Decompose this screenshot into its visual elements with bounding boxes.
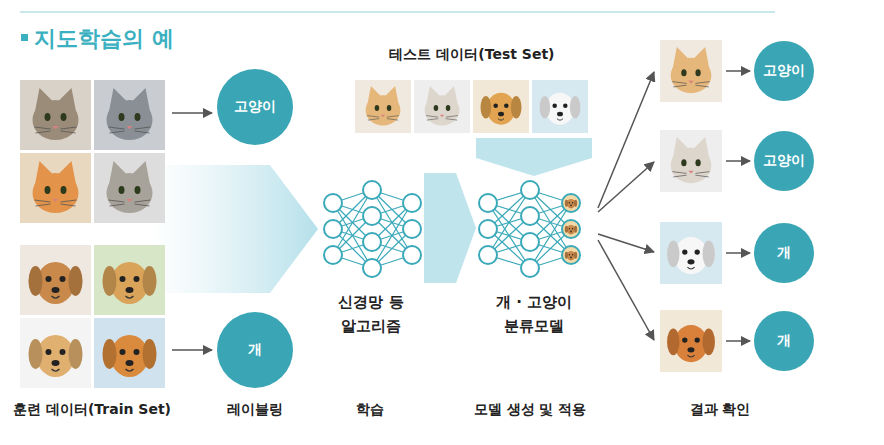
net-neuron xyxy=(403,194,421,212)
test-photos xyxy=(355,80,588,133)
node-text: 개 xyxy=(777,244,791,262)
net-neuron xyxy=(324,220,342,238)
net-neuron xyxy=(479,246,497,264)
label-circle: 개 xyxy=(217,312,293,388)
net-neuron xyxy=(363,207,381,225)
net-neuron xyxy=(521,207,539,225)
dog-icon xyxy=(565,251,577,261)
model-panel: 신경망 등 알고리즘 xyxy=(318,176,424,338)
net-neuron xyxy=(479,194,497,212)
net-neuron xyxy=(324,194,342,212)
output-icon xyxy=(562,194,580,212)
net-neuron xyxy=(403,246,421,264)
flow-arrow xyxy=(476,138,592,176)
label-circle: 고양이 xyxy=(754,131,814,191)
node-text: 고양이 xyxy=(763,152,805,170)
step-label: 학습 xyxy=(356,401,384,419)
node-text: 고양이 xyxy=(234,98,276,116)
label-arrow xyxy=(172,349,212,351)
dog-icon xyxy=(565,199,577,209)
output-icon xyxy=(562,246,580,264)
neural-net xyxy=(479,181,580,277)
step-label: 레이블링 xyxy=(227,401,283,419)
node-text: 개 · 고양이 분류모델 xyxy=(476,290,592,338)
step-label: 훈련 데이터(Train Set) xyxy=(13,401,171,419)
node-text: 고양이 xyxy=(763,62,805,80)
net-neuron xyxy=(521,259,539,277)
net-neuron xyxy=(324,246,342,264)
neural-net xyxy=(324,181,421,277)
step-label: 결과 확인 xyxy=(690,401,751,419)
net-neuron xyxy=(363,233,381,251)
node-text: 개 xyxy=(248,341,262,359)
label-circle: 개 xyxy=(754,223,814,283)
title-bullet xyxy=(21,34,28,41)
result-arrows xyxy=(598,71,750,341)
train-photos xyxy=(20,80,165,388)
net-neuron xyxy=(521,181,539,199)
train-arrow xyxy=(150,165,318,293)
node-text: 테스트 데이터(Test Set) xyxy=(350,44,594,64)
label-circle: 고양이 xyxy=(217,69,293,145)
label-circle: 고양이 xyxy=(754,41,814,101)
node-text: 신경망 등 알고리즘 xyxy=(318,290,424,338)
node-text: 개 xyxy=(777,332,791,350)
page-title: 지도학습의 예 xyxy=(34,24,174,54)
dog-icon xyxy=(565,225,577,235)
flow-arrow xyxy=(424,173,476,283)
top-rule xyxy=(20,12,775,13)
net-neuron xyxy=(363,181,381,199)
label-arrow xyxy=(172,112,212,114)
label-circle: 개 xyxy=(754,311,814,371)
net-neuron xyxy=(479,220,497,238)
model-panel: 개 · 고양이 분류모델 xyxy=(476,176,592,338)
step-label: 모델 생성 및 적용 xyxy=(474,401,587,419)
output-icon xyxy=(562,220,580,238)
net-neuron xyxy=(521,233,539,251)
result-photos xyxy=(660,40,722,372)
net-neuron xyxy=(403,220,421,238)
test-set-panel: 테스트 데이터(Test Set) xyxy=(350,44,594,136)
net-neuron xyxy=(363,259,381,277)
